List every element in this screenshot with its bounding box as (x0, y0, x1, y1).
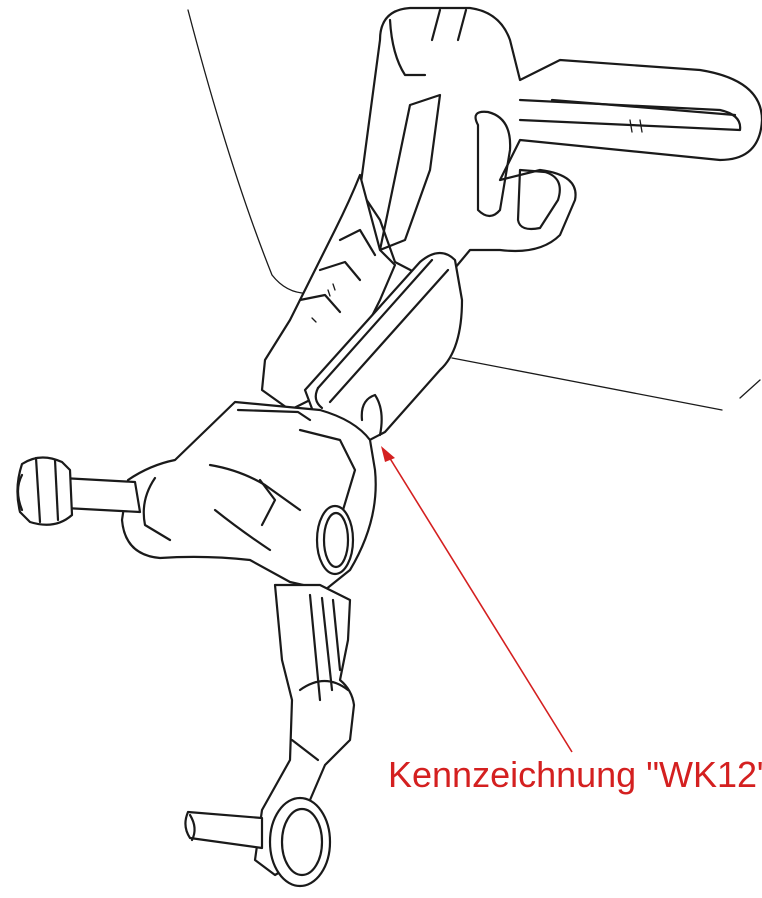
lower-link (184, 583, 356, 888)
clamp-body (120, 400, 377, 592)
bolt (16, 456, 142, 526)
reference-line-upper (187, 9, 319, 294)
connecting-link (260, 173, 397, 412)
extension-block (303, 251, 464, 447)
upper-bracket (358, 6, 762, 277)
link-eye (268, 796, 332, 888)
reference-line-tick (739, 379, 761, 399)
reference-line-lower (451, 357, 723, 411)
callout-leader (381, 446, 573, 753)
callout-label: Kennzeichnung "WK12" (388, 754, 762, 795)
